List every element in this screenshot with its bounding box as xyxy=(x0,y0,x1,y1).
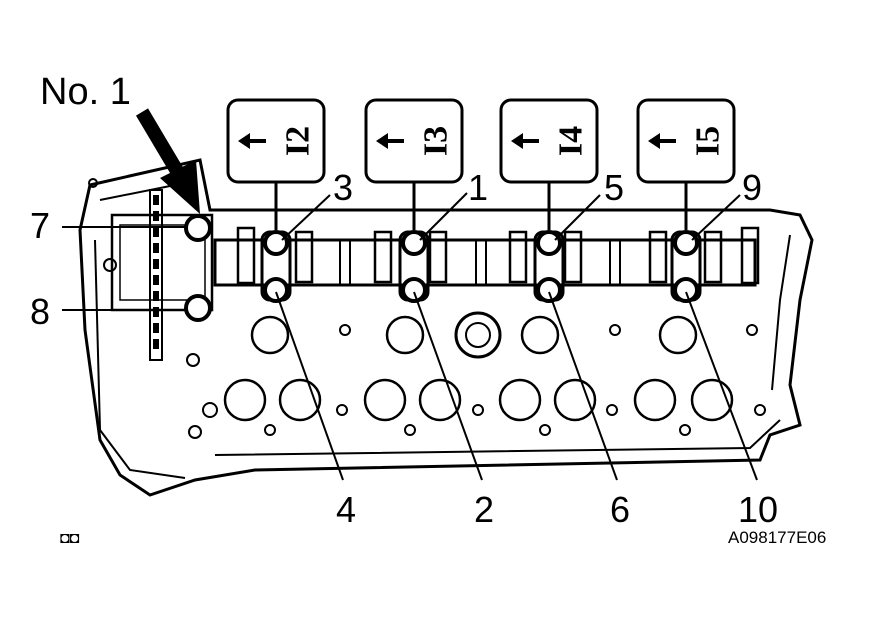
tag-label: I2 xyxy=(280,126,317,156)
head-inner-outline xyxy=(94,181,791,479)
corner-mark: ◘◘ xyxy=(60,530,80,547)
bolts xyxy=(184,214,699,322)
callout-10: 10 xyxy=(738,489,778,530)
callout-4: 4 xyxy=(336,489,356,530)
left-arrow-icon xyxy=(238,133,266,149)
tag-label: I3 xyxy=(418,126,455,156)
callout-1: 1 xyxy=(468,167,488,208)
down-right-arrow-icon xyxy=(135,108,200,214)
ports xyxy=(223,311,766,436)
callout-8: 8 xyxy=(30,291,50,332)
callout-9: 9 xyxy=(742,167,762,208)
tag-i3: I3 xyxy=(364,98,464,230)
camshaft xyxy=(213,226,760,287)
bearing-caps xyxy=(260,230,702,302)
pointer-label: No. 1 xyxy=(40,71,131,113)
figure-code: A098177E06 xyxy=(728,528,826,547)
left-arrow-icon xyxy=(511,133,539,149)
tag-label: I5 xyxy=(690,126,727,156)
tag-i2: I2 xyxy=(226,98,326,230)
tag-label: I4 xyxy=(553,126,590,156)
left-arrow-icon xyxy=(376,133,404,149)
tag-i4: I4 xyxy=(499,98,599,230)
left-arrow-icon xyxy=(648,133,676,149)
head-outline xyxy=(78,158,814,497)
leader-lines xyxy=(62,192,758,481)
callout-3: 3 xyxy=(333,167,353,208)
tag-i5: I5 xyxy=(636,98,736,230)
callout-6: 6 xyxy=(610,489,630,530)
callout-7: 7 xyxy=(30,205,50,246)
callout-2: 2 xyxy=(474,489,494,530)
callout-5: 5 xyxy=(604,167,624,208)
